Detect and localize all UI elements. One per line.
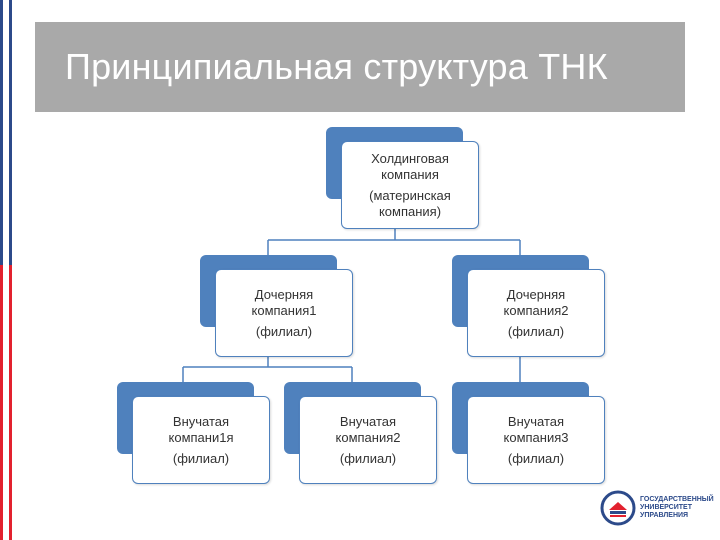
node-gc2-line2: компания2 xyxy=(335,429,401,445)
node-holding-line3: (материнская компания) xyxy=(369,187,451,219)
logo-line1: ГОСУДАРСТВЕННЫЙ xyxy=(640,496,714,503)
node-gc3-line1: Внучатая xyxy=(507,413,565,429)
university-logo: ГОСУДАРСТВЕННЫЙ УНИВЕРСИТЕТ УПРАВЛЕНИЯ xyxy=(600,490,714,526)
node-gc2-line1: Внучатая xyxy=(339,413,397,429)
node-sub1-line2: компания1 xyxy=(251,302,317,318)
node-gc3-line3: (филиал) xyxy=(507,450,565,466)
node-gc1-line1: Внучатая xyxy=(172,413,230,429)
node-sub2-line1: Дочерняя xyxy=(506,286,566,302)
node-holding-line2: компания xyxy=(381,166,439,182)
title-bar: Принципиальная структура ТНК xyxy=(35,22,685,112)
node-sub1-line1: Дочерняя xyxy=(254,286,314,302)
node-sub1-line3: (филиал) xyxy=(255,323,313,339)
university-emblem-icon xyxy=(600,490,636,526)
node-sub2-line2: компания2 xyxy=(503,302,569,318)
node-gc3-line2: компания3 xyxy=(503,429,569,445)
node-gc1-line3: (филиал) xyxy=(172,450,230,466)
node-gc1-line2: компани1я xyxy=(168,429,234,445)
node-holding-line1: Холдинговая xyxy=(371,150,449,166)
logo-line3: УПРАВЛЕНИЯ xyxy=(640,512,689,519)
page-title: Принципиальная структура ТНК xyxy=(65,46,608,87)
logo-line2: УНИВЕРСИТЕТ xyxy=(640,504,692,511)
left-accent-stripe xyxy=(0,0,12,540)
node-gc2-line3: (филиал) xyxy=(339,450,397,466)
node-sub2-line3: (филиал) xyxy=(507,323,565,339)
